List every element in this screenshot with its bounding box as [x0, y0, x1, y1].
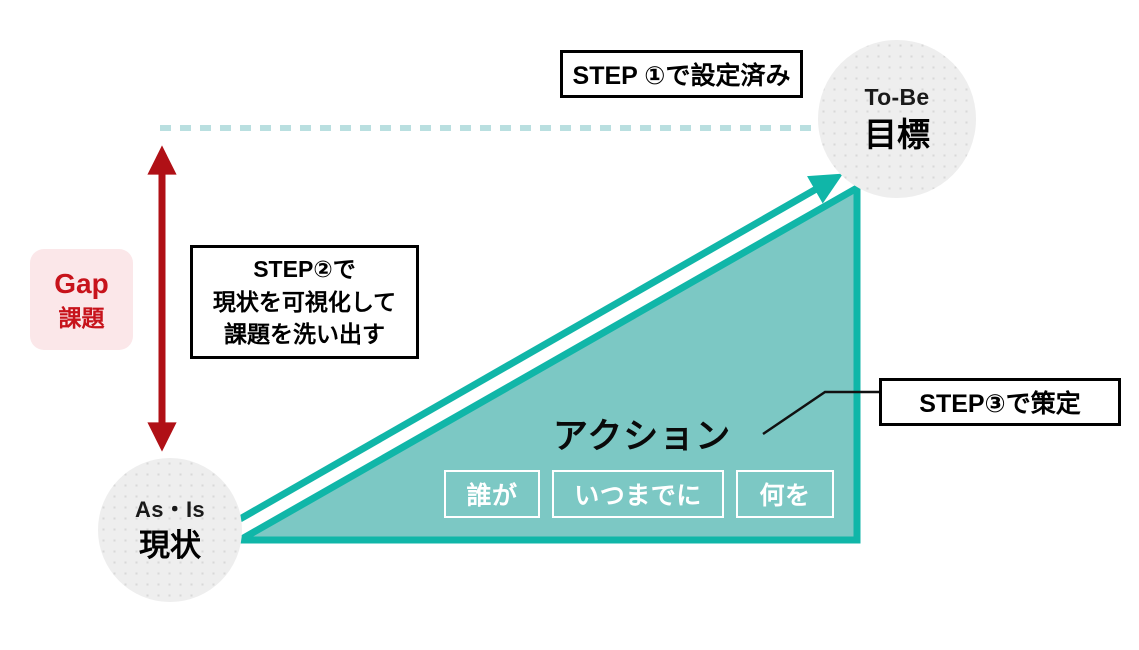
- gap-badge-en: Gap: [54, 268, 109, 300]
- gap-badge-jp: 課題: [58, 304, 105, 331]
- callout-step1: STEP ①で設定済み: [560, 50, 803, 98]
- gap-badge: Gap 課題: [30, 249, 133, 350]
- node-to-be-jp: 目標: [864, 116, 930, 154]
- callout-step2: STEP②で 現状を可視化して 課題を洗い出す: [190, 245, 419, 359]
- callout-step2-line3: 課題を洗い出す: [224, 321, 385, 348]
- callout-step2-line2: 現状を可視化して: [212, 288, 397, 315]
- action-title: アクション: [553, 417, 732, 456]
- node-to-be-en: To-Be: [864, 84, 930, 111]
- growth-arrow: [238, 173, 844, 523]
- node-as-is-jp: 現状: [139, 527, 201, 563]
- step3-leader-line: [762, 390, 879, 436]
- callout-step3: STEP③で策定: [879, 378, 1121, 426]
- callout-step1-label: STEP ①で設定済み: [572, 62, 791, 90]
- callout-step3-label: STEP③で策定: [919, 390, 1081, 418]
- action-tag-list: 誰が いつまでに 何を: [444, 470, 834, 518]
- action-tag-when: いつまでに: [552, 470, 724, 518]
- node-as-is[interactable]: As・Is 現状: [98, 458, 242, 602]
- callout-step2-line1: STEP②で: [253, 256, 356, 283]
- node-as-is-en: As・Is: [135, 496, 205, 522]
- action-tag-who: 誰が: [444, 470, 540, 518]
- action-tag-what: 何を: [736, 470, 834, 518]
- node-to-be[interactable]: To-Be 目標: [818, 40, 976, 198]
- action-triangle-outline: [238, 181, 861, 544]
